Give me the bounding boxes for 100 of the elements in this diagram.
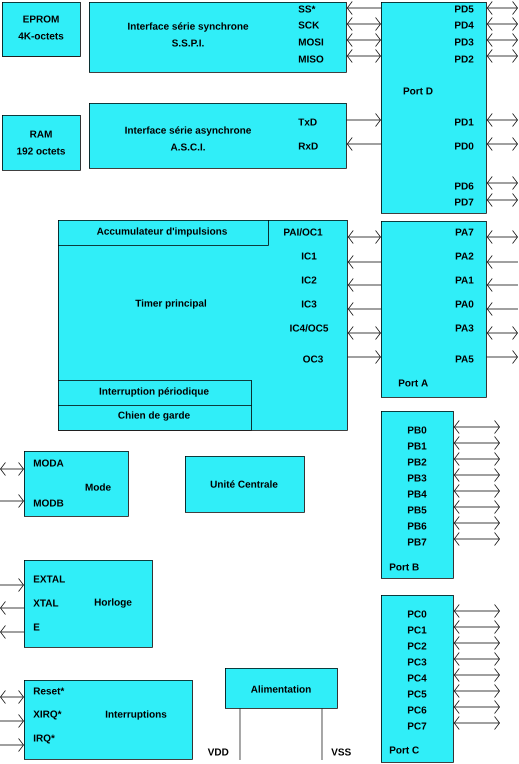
- pin-label: PAI/OC1: [284, 228, 322, 236]
- connector: [486, 137, 518, 151]
- pin-label: PB0: [408, 426, 426, 434]
- connector: [454, 620, 500, 634]
- pin-label: IC3: [302, 300, 316, 308]
- pin-label: PB1: [408, 442, 426, 450]
- connector: [486, 255, 518, 269]
- pin-label: PC3: [408, 658, 426, 666]
- memory-box: RAM 192 octets: [2, 115, 81, 171]
- pin-label: IRQ*: [34, 734, 55, 744]
- module-box: Accumulateur d'impulsions: [58, 220, 269, 246]
- connector: [454, 604, 500, 618]
- edge-label: VSS: [330, 747, 352, 757]
- pin-label: RxD: [298, 142, 318, 150]
- connector: [454, 684, 500, 698]
- connector: [454, 532, 500, 546]
- connector: [454, 700, 500, 714]
- connector: [486, 326, 518, 340]
- pin-label: IC1: [302, 252, 316, 260]
- connector: [454, 652, 500, 666]
- connector: [454, 500, 500, 514]
- pin-label: OC3: [303, 355, 323, 363]
- pin-label: PB2: [408, 458, 426, 466]
- connector: [486, 113, 518, 127]
- connector: [454, 516, 500, 530]
- connector: [0, 494, 24, 508]
- pin-label: PB5: [408, 506, 426, 514]
- pin-label: PC2: [408, 642, 426, 650]
- connector: [0, 690, 24, 704]
- connector: [454, 668, 500, 682]
- connector: [346, 1, 382, 15]
- connector: [454, 636, 500, 650]
- pin-label: SS*: [298, 5, 316, 13]
- pin-label: PB4: [408, 490, 427, 498]
- connector: [454, 452, 500, 466]
- pin-label: E: [34, 624, 40, 630]
- connector: [486, 1, 518, 15]
- pin-label: PA2: [456, 252, 474, 260]
- pin-label: PC1: [408, 626, 426, 634]
- pin-label: PD5: [455, 6, 474, 12]
- pin-label: MODA: [34, 459, 64, 467]
- connector: [346, 33, 381, 47]
- connector: [0, 578, 24, 592]
- pin-label: SCK: [298, 21, 320, 29]
- pin-label: PC7: [408, 722, 426, 730]
- pin-label: PD2: [455, 56, 474, 62]
- pin-label: PA3: [456, 324, 474, 332]
- pin-label: MOSI: [298, 38, 324, 46]
- connector: [0, 601, 24, 615]
- connector: [0, 625, 24, 639]
- module-box: Chien de garde: [58, 405, 252, 431]
- connector: [486, 350, 518, 364]
- connector: [348, 255, 382, 269]
- connector: [454, 436, 500, 450]
- connector: [346, 49, 381, 63]
- connector: [0, 714, 24, 728]
- pin-label: TxD: [298, 118, 317, 126]
- pin-label: PB6: [408, 522, 426, 530]
- pin-label: IC4/OC5: [290, 324, 328, 332]
- connector: [486, 49, 518, 63]
- connector: [346, 137, 382, 151]
- module-box: Alimentation: [225, 668, 338, 709]
- pin-label: PD6: [455, 182, 474, 190]
- connector: [486, 193, 518, 207]
- pin-label: PD4: [455, 22, 474, 28]
- connector: [348, 326, 381, 340]
- connector: [486, 302, 518, 316]
- connector: [346, 113, 381, 127]
- module-box: Interruption périodique: [58, 380, 252, 406]
- pin-label: MODB: [34, 499, 64, 507]
- connector: [348, 302, 382, 316]
- connector: [454, 716, 500, 730]
- edge-label: VDD: [206, 748, 230, 756]
- connector: [454, 468, 500, 482]
- pin-label: PD1: [455, 118, 474, 126]
- pin-label: PB3: [408, 474, 426, 482]
- pin-label: PA5: [456, 356, 474, 362]
- connector: [348, 230, 381, 244]
- connector: [0, 462, 24, 476]
- pin-label: EXTAL: [34, 576, 65, 582]
- connector: [486, 33, 518, 47]
- connector: [454, 420, 500, 434]
- pin-label: PD0: [455, 142, 474, 150]
- pin-label: PA1: [456, 276, 474, 284]
- connector: [486, 17, 518, 31]
- pin-label: PA7: [456, 228, 474, 236]
- pin-label: XIRQ*: [33, 710, 62, 720]
- pin-label: PC6: [408, 706, 426, 714]
- connector: [346, 17, 381, 31]
- pin-label: Reset*: [34, 688, 64, 694]
- pin-label: PC5: [408, 690, 426, 698]
- connector: [347, 350, 381, 364]
- connector: [0, 738, 24, 752]
- pin-label: MISO: [298, 55, 324, 63]
- pin-label: IC2: [302, 276, 316, 284]
- connector: [486, 278, 518, 292]
- pin-label: PA0: [456, 300, 474, 308]
- connector: [348, 278, 382, 292]
- pin-label: PD7: [455, 198, 474, 206]
- pin-label: PC0: [408, 610, 426, 618]
